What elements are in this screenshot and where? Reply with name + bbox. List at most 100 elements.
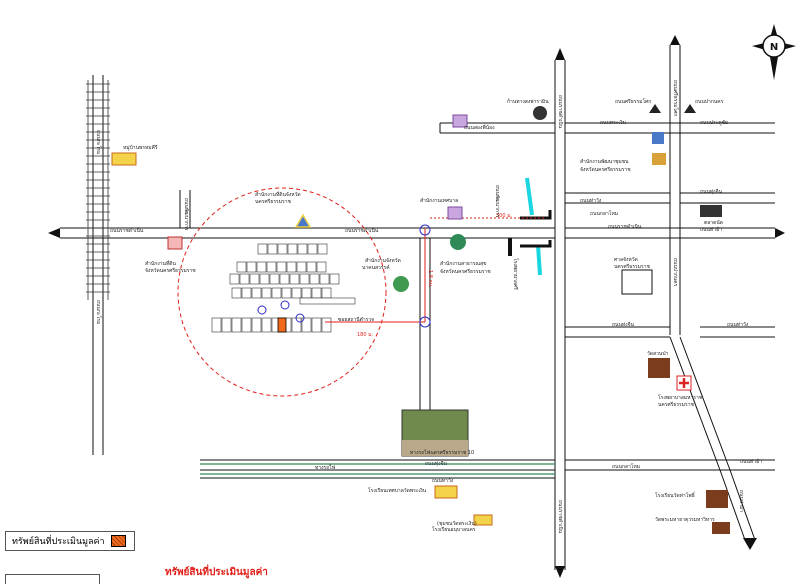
arrow-left-icon xyxy=(48,228,60,238)
house-lot xyxy=(329,273,340,285)
label-market: ตลาดนัด xyxy=(704,220,724,226)
house-lot xyxy=(271,287,282,299)
road-bottom xyxy=(200,459,555,479)
house-lot xyxy=(241,287,252,299)
label-road-bottom2: ถนนท่าวัง xyxy=(432,478,454,484)
house-lot xyxy=(306,261,317,273)
house-lot xyxy=(266,261,277,273)
canal-top xyxy=(525,177,534,216)
label-police: สำนักงานจังหวัด xyxy=(365,258,401,264)
house-lot xyxy=(309,273,320,285)
canal-bottom xyxy=(536,244,542,276)
house-lot xyxy=(249,273,260,285)
label-road-r6: ถนนกลาโหม xyxy=(590,211,619,217)
label-pagoda2: ถนนปากนคร xyxy=(695,99,724,105)
label-road-mid-v: ถนนพัฒนาการ xyxy=(494,185,500,218)
legend-text: ทรัพย์สินที่ประเมินมูลค่า xyxy=(12,537,105,547)
label-courthouse: ศาลจังหวัด xyxy=(614,257,638,263)
label-road-bottom: ถนนทุ่งจีน xyxy=(425,461,447,467)
hospital-cross-icon xyxy=(679,378,689,388)
house-lot xyxy=(267,243,278,255)
health-office-icon xyxy=(450,234,466,250)
house-lot xyxy=(311,317,322,333)
village-bottom-icon xyxy=(434,485,458,499)
label-left-office2: จังหวัดนครศรีธรรมราช xyxy=(145,268,196,274)
house-lot xyxy=(281,287,292,299)
pagoda-icon-2 xyxy=(684,104,696,113)
housing-blocks xyxy=(211,243,356,333)
label-dist2: 1.8 กม. xyxy=(427,270,433,288)
label-rail: ทางรถไฟ xyxy=(315,465,336,471)
label-dist1: 300 ม. xyxy=(496,213,513,219)
temple-icon xyxy=(648,358,670,378)
office-left-icon xyxy=(167,236,183,250)
house-lot xyxy=(317,243,328,255)
route-lines xyxy=(325,217,545,323)
house-lot xyxy=(321,287,332,299)
radius-circle xyxy=(177,187,387,397)
map-caption: ทรัพย์สินที่ประเมินมูลค่า xyxy=(165,567,268,578)
house-lot xyxy=(239,273,250,285)
label-road-branch: ถนนพัฒนาการ xyxy=(183,198,189,231)
rail-left xyxy=(87,80,109,300)
north-arrow-icon: N xyxy=(752,24,796,80)
house-lot xyxy=(296,261,307,273)
courthouse-icon xyxy=(621,269,653,295)
label-lands-office2: นครศรีธรรมราช xyxy=(255,199,291,205)
bridge-post xyxy=(508,238,512,256)
house-lot xyxy=(241,317,252,333)
gov-icon xyxy=(652,132,664,144)
house-lot xyxy=(316,261,327,273)
label-temple-bottom: วัดพระมหาธาตุวรมหาวิหาร xyxy=(655,517,715,523)
label-road-left: ถนนกะโรม xyxy=(95,300,101,325)
arrow-down-icon xyxy=(555,566,565,578)
house-lot xyxy=(321,317,332,333)
village-icon xyxy=(652,153,666,165)
label-road-diag: ถนนท่าม้า xyxy=(738,490,744,513)
school-bottom-icon xyxy=(473,514,493,526)
temple-bottom-icon-1 xyxy=(706,490,728,508)
label-gov: สำนักงานพัฒนาชุมชน xyxy=(580,159,629,165)
label-police2: นาคนสวรรค์ xyxy=(362,265,390,271)
label-gov2: จังหวัดนครศรีธรรมราช xyxy=(580,167,631,173)
town-office-icon xyxy=(447,206,463,220)
house-lot xyxy=(297,243,308,255)
poi-icons xyxy=(111,104,730,534)
house-lot xyxy=(286,261,297,273)
house-lot xyxy=(319,273,330,285)
temple-bottom-icon-2 xyxy=(712,522,730,534)
house-lot xyxy=(259,273,270,285)
house-lot xyxy=(246,261,257,273)
label-left-office: สำนักงานที่ดิน xyxy=(145,261,176,267)
label-dist3: 180 ม. xyxy=(357,332,374,338)
road-left-vertical xyxy=(92,75,104,455)
label-bottom-village: (ชุมชนวัดพระเงิน) xyxy=(437,521,477,527)
house-lot xyxy=(299,273,310,285)
house-lot xyxy=(229,273,240,285)
label-health-office: สำนักงานสาธารณสุข xyxy=(440,261,487,267)
label-road-right-v2: ถนนราชดำเนิน xyxy=(557,500,563,534)
label-road-bottom-right2: ถนนท่าม้า xyxy=(740,459,763,465)
label-health-office2: จังหวัดนครศรีธรรมราช xyxy=(440,269,491,275)
label-soi: ซอยสถานีตำรวจ xyxy=(338,317,375,323)
label-town-office: สำนักงานเทศบาล xyxy=(420,198,459,204)
house-lot xyxy=(289,273,300,285)
bottom-box xyxy=(5,574,100,584)
house-lot xyxy=(301,317,312,333)
label-road-right-v: ถนนราชดำเนิน xyxy=(557,95,563,129)
house-lot xyxy=(251,287,262,299)
label-pagoda: ถนนศรีธรรมโศก xyxy=(615,99,652,105)
village-left-icon xyxy=(111,152,137,166)
label-wat: วัดสวนป่า xyxy=(647,351,669,357)
label-road-r5: ถนนท่าวัง xyxy=(580,198,602,204)
label-hospital2: นครศรีธรรมราช xyxy=(658,402,694,408)
market-icon xyxy=(700,205,722,217)
police-icon xyxy=(393,276,409,292)
roads-right-grid xyxy=(439,122,775,541)
house-lot xyxy=(261,287,272,299)
house-lot xyxy=(257,243,268,255)
house-lot xyxy=(231,317,242,333)
bridge-top xyxy=(520,210,552,220)
